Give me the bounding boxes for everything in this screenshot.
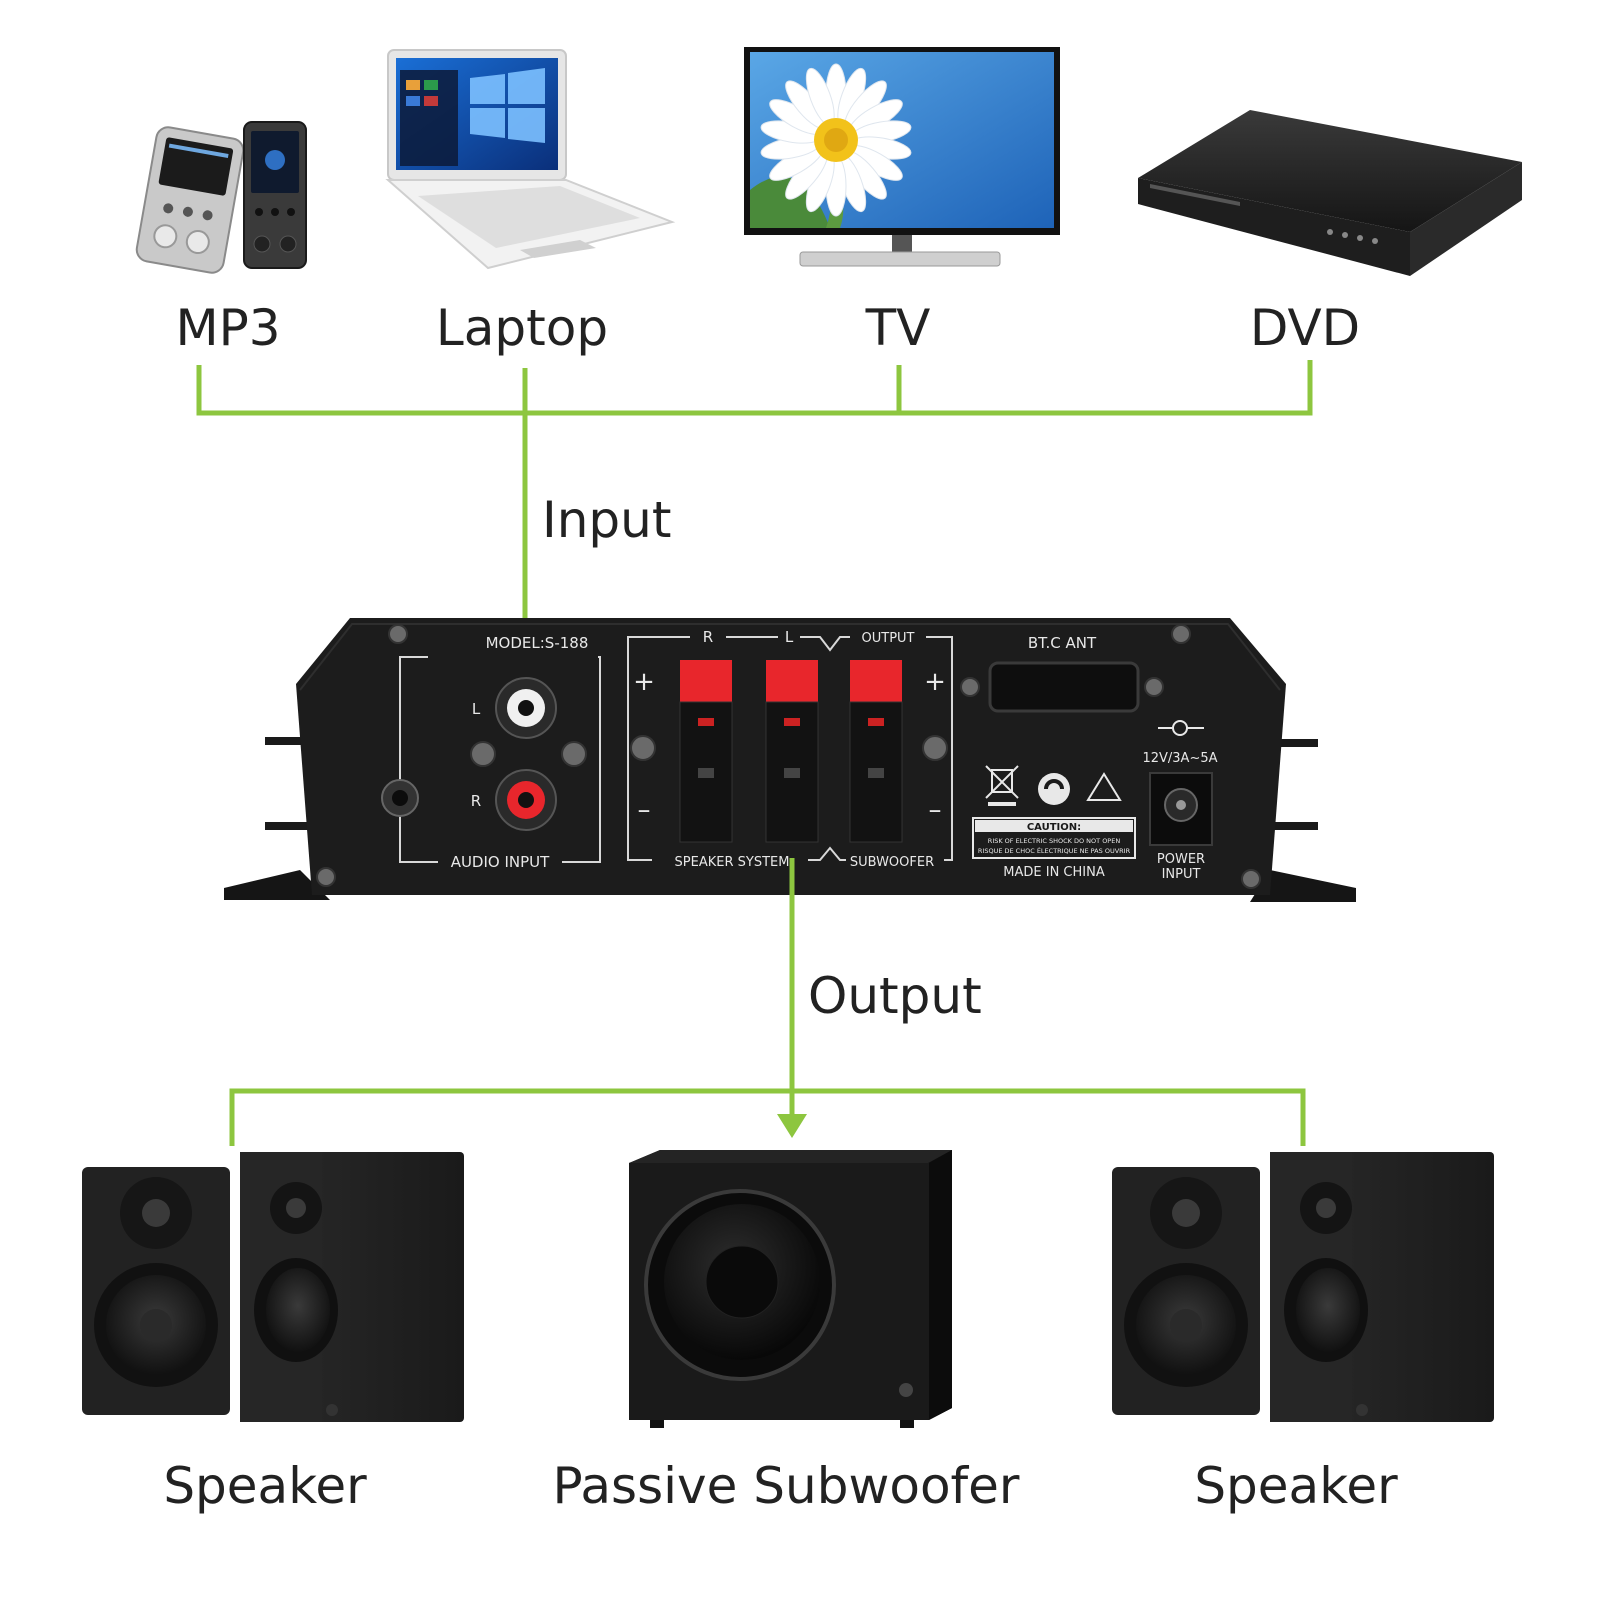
power-input-jack-icon [1149,772,1213,846]
output-arrowhead [777,1114,807,1138]
weee-bin-icon [985,765,1019,806]
bt-antenna-port [988,661,1140,713]
amp-input-l-label: L [472,700,481,718]
headphone-jack-icon [381,779,419,817]
rca-jack-left-icon [495,677,557,739]
amp-caution-title: CAUTION: [1027,822,1081,833]
output-connector-lines [229,858,1306,1146]
bookshelf-speakers-right-icon [1112,1152,1494,1422]
amp-caution-line1: RISK OF ELECTRIC SHOCK DO NOT OPEN [988,837,1121,845]
amplifier: MODEL:S-188 L R AUDIO INPUT R L OUTPUT +… [224,618,1356,902]
output-label: Output [808,967,982,1025]
tv-icon [744,47,1060,267]
bookshelf-speakers-left-icon [82,1152,464,1422]
output-labels: Speaker Passive Subwoofer Speaker [163,1457,1398,1515]
amp-power-rating: 12V/3A~5A [1142,751,1217,766]
amp-plus-left: + [633,667,655,697]
mp3-player-icon [135,121,307,274]
subwoofer-terminal-icon [849,660,903,843]
subwoofer-icon [629,1150,952,1428]
output-label-speaker-right: Speaker [1194,1457,1398,1515]
amp-bt-ant-label: BT.C ANT [1028,634,1097,652]
amp-plus-right: + [924,667,946,697]
input-label: Input [542,491,671,549]
amp-made-in-label: MADE IN CHINA [1003,865,1105,880]
amp-audio-input-label: AUDIO INPUT [451,853,550,871]
amp-power-input-line1: POWER [1157,852,1205,867]
source-label-tv: TV [865,299,931,357]
amp-power-input-line2: INPUT [1162,867,1201,882]
amp-subwoofer-label: SUBWOOFER [850,855,934,870]
caution-box [972,817,1136,859]
source-labels: MP3 Laptop TV DVD [175,299,1360,357]
speaker-terminal-l-icon [765,660,819,843]
rca-jack-right-icon [495,769,557,831]
amp-model-label: MODEL:S-188 [486,634,589,652]
dvd-player-icon [1138,110,1522,276]
speaker-terminal-r-icon [679,660,733,843]
dc-polarity-icon [1158,720,1204,736]
output-label-speaker-left: Speaker [163,1457,367,1515]
amp-input-r-label: R [471,792,481,810]
source-label-laptop: Laptop [436,299,608,357]
amp-output-label: OUTPUT [862,631,915,646]
amp-speaker-system-label: SPEAKER SYSTEM [675,855,790,870]
amp-minus-right: – [929,795,942,825]
amp-minus-left: – [638,795,651,825]
recycle-icon [1086,772,1122,801]
daisy-icon [760,63,912,217]
source-label-mp3: MP3 [175,299,280,357]
source-label-dvd: DVD [1250,299,1360,357]
green-dot-icon [1038,773,1070,805]
amp-channel-r-label: R [703,628,713,646]
output-label-subwoofer: Passive Subwoofer [553,1457,1020,1515]
laptop-icon [385,49,676,270]
amp-caution-line2: RISQUE DE CHOC ÉLECTRIQUE NE PAS OUVRIR [978,846,1131,855]
amp-channel-l-label: L [785,628,794,646]
